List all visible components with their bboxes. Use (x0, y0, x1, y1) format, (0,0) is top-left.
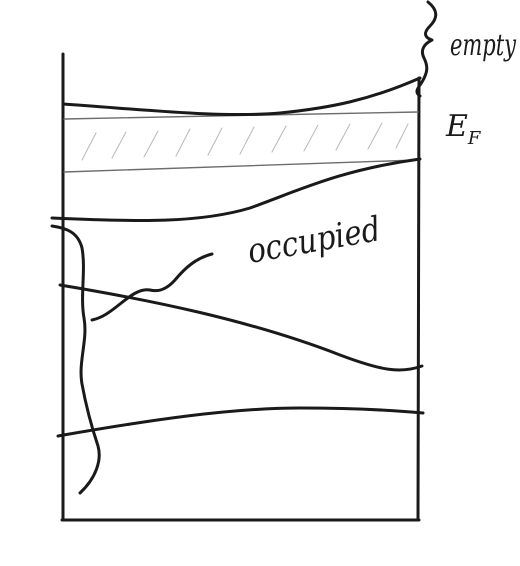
fermi-band (63, 111, 419, 173)
occupied-pointer (90, 252, 214, 322)
low-band-curve (56, 406, 425, 438)
fermi-level-label: EF (445, 109, 482, 149)
box-right-wall (416, 76, 421, 522)
lower-band-edge (50, 157, 422, 223)
empty-label: empty (450, 28, 517, 63)
fermi-band-bottom-edge (63, 159, 419, 173)
fermi-level-symbol: E (445, 109, 468, 144)
middle-band-curve (58, 283, 424, 372)
empty-bracket (415, 0, 438, 98)
fermi-band-hatching (81, 122, 409, 161)
squiggle-line (50, 224, 101, 495)
occupied-label: occupied (245, 209, 384, 272)
fermi-level-subscript: F (467, 128, 482, 149)
upper-band-edge (61, 76, 422, 117)
